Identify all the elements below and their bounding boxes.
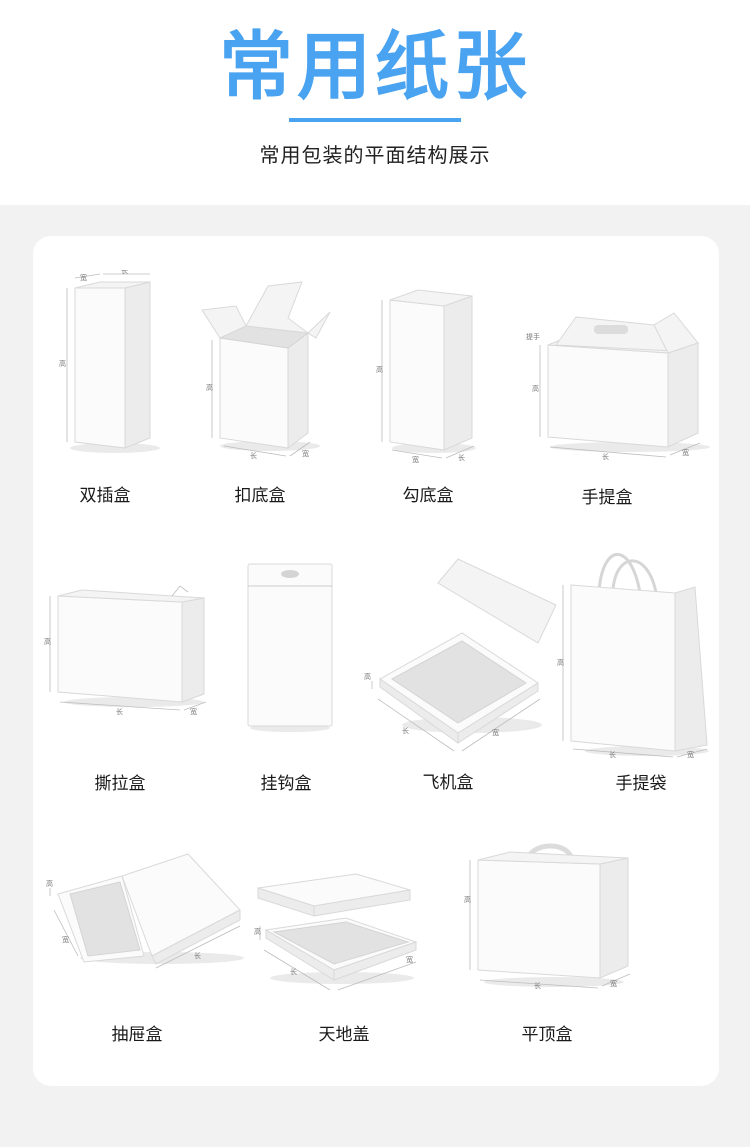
dim-label: 高 xyxy=(44,637,51,646)
title-underline xyxy=(289,118,461,122)
box-illustration-mailer-box: 高 长 宽 xyxy=(362,555,562,755)
dim-label: 长 xyxy=(402,726,409,735)
box-label: 飞机盒 xyxy=(422,773,474,793)
box-label: 手提袋 xyxy=(615,774,667,794)
dim-label: 高 xyxy=(557,658,564,667)
page-title: 常用纸张 xyxy=(219,24,531,110)
dim-label: 高 xyxy=(532,384,539,393)
dim-label: 长 xyxy=(609,750,616,759)
dim-label: 长 xyxy=(194,951,201,960)
dim-label: 宽 xyxy=(406,955,413,964)
dim-label: 宽 xyxy=(687,750,694,759)
dim-label: 长 xyxy=(458,453,465,462)
dim-label: 提手 xyxy=(526,332,540,341)
dim-label: 高 xyxy=(206,383,213,392)
box-label: 平顶盒 xyxy=(521,1025,573,1045)
dim-label: 高 xyxy=(254,927,261,936)
dim-label: 宽 xyxy=(492,728,499,737)
dim-label: 宽 xyxy=(302,449,309,458)
box-illustration-lid-and-base: 高 长 宽 xyxy=(250,870,425,995)
dim-label: 高 xyxy=(364,672,371,681)
box-illustration-hang-tab xyxy=(240,560,340,735)
box-label: 扣底盒 xyxy=(234,486,286,506)
dim-label: 宽 xyxy=(80,273,87,282)
dim-label: 长 xyxy=(290,967,297,976)
dim-label: 宽 xyxy=(682,448,689,457)
dim-label: 宽 xyxy=(190,707,197,716)
dim-label: 高 xyxy=(59,359,66,368)
dim-label: 高 xyxy=(464,895,471,904)
box-illustration-paper-bag: 高 长 宽 xyxy=(555,545,725,760)
box-label: 天地盖 xyxy=(318,1025,370,1045)
page-subtitle: 常用包装的平面结构展示 xyxy=(259,143,491,167)
box-illustration-double-tuck: 高 宽 长 xyxy=(45,270,175,460)
dim-label: 高 xyxy=(376,365,383,374)
dim-label: 长 xyxy=(250,451,257,460)
box-illustration-tear-strip: 高 长 宽 xyxy=(42,580,212,720)
box-label: 撕拉盒 xyxy=(94,774,146,794)
dim-label: 长 xyxy=(121,270,128,275)
box-label: 双插盒 xyxy=(79,486,131,506)
box-illustration-drawer-box: 高 宽 长 xyxy=(44,850,244,975)
dim-label: 宽 xyxy=(610,979,617,988)
box-illustration-hook-bottom: 高 宽 长 xyxy=(370,282,490,467)
box-label: 手提盒 xyxy=(581,488,633,508)
dim-label: 宽 xyxy=(412,455,419,464)
dim-label: 高 xyxy=(46,879,53,888)
dim-label: 长 xyxy=(602,452,609,461)
dim-label: 长 xyxy=(534,981,541,990)
box-label: 勾底盒 xyxy=(402,486,454,506)
box-label: 挂钩盒 xyxy=(260,774,312,794)
box-illustration-handle-box: 提手 高 长 宽 xyxy=(522,305,722,465)
header: 常用纸张 常用包装的平面结构展示 xyxy=(0,0,750,205)
dim-label: 宽 xyxy=(62,935,69,944)
dim-label: 长 xyxy=(116,707,123,716)
box-illustration-lock-bottom: 高 长 宽 xyxy=(198,278,343,468)
box-illustration-flat-top: 高 长 宽 xyxy=(460,838,635,998)
box-label: 抽屉盒 xyxy=(111,1025,163,1045)
